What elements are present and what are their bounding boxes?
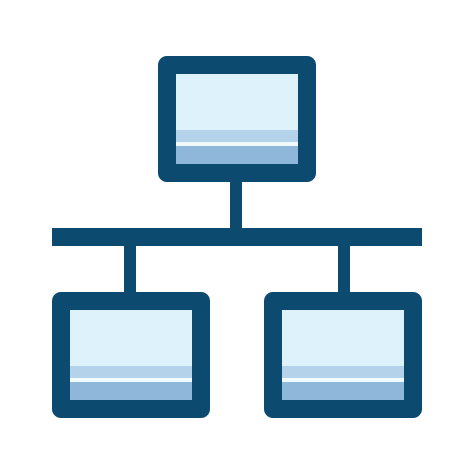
server-monitor-icon — [158, 56, 316, 182]
server-screen-band-light — [176, 130, 298, 142]
uplink-connector — [230, 176, 242, 232]
client-right-band-light — [282, 366, 404, 378]
client-left-band-dark — [70, 382, 192, 400]
client-right-monitor-icon — [264, 292, 422, 418]
server-screen — [176, 74, 298, 164]
client-right-screen — [282, 310, 404, 400]
client-left-gap — [70, 378, 192, 382]
client-right-gap — [282, 378, 404, 382]
network-bus — [52, 228, 422, 246]
client-left-monitor-icon — [52, 292, 210, 418]
drop-connector-right — [338, 244, 350, 296]
server-screen-gap — [176, 142, 298, 146]
server-screen-band-dark — [176, 146, 298, 164]
client-right-band-dark — [282, 382, 404, 400]
client-left-band-light — [70, 366, 192, 378]
drop-connector-left — [124, 244, 136, 296]
client-left-screen — [70, 310, 192, 400]
